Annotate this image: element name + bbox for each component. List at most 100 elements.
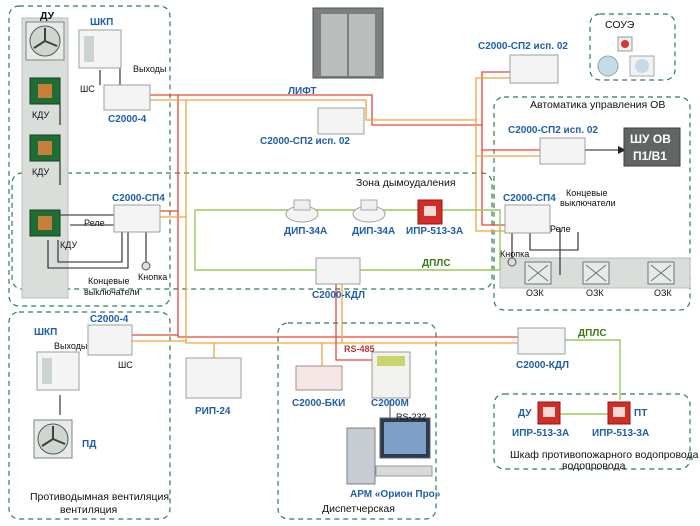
rs232-label: RS-232 [396,412,427,422]
damper-icon [29,77,61,237]
hydrant-title: Шкаф противопожарного водопровода [510,449,699,461]
s2000-sp2-lift-label: С2000-СП2 исп. 02 [260,136,350,147]
knopka-left-icon [141,261,151,271]
s2000-kdl-right-label: С2000-КДЛ [516,360,569,371]
zone-dispatch [277,322,437,520]
lift-label: ЛИФТ [288,86,316,97]
kdu1-label: КДУ [32,110,49,120]
s2000-kdl-right-device [517,327,566,355]
s2000-4-bottom-device [87,324,133,356]
knopka-right-label: Кнопка [500,249,529,259]
manual-call-point-icon [537,401,561,425]
zone-du-title: ДУ [40,10,55,22]
s2000-4-bottom-label: С2000-4 [90,314,129,325]
damper-icon [524,261,675,285]
ozk3-label: ОЗК [654,288,672,298]
ipr-right2-label: ИПР-513-3А [592,428,649,439]
outputs-top-label: Выходы [133,64,166,74]
rip-label: РИП-24 [195,406,231,417]
s2000-sp2-ov-device [539,137,586,165]
lift-icon [312,7,384,79]
pd-label: ПД [82,439,96,450]
s2000-sp2-top-device [509,54,559,84]
soue-title: СОУЭ [605,19,635,31]
zone-du [8,5,171,307]
ventilation-title: Противодымная вентиляция [30,491,169,503]
s2000-kdl-mid-device [315,257,361,285]
arrow-ov [618,146,626,154]
rele-left-label: Реле [84,218,105,228]
ctrl-right [511,228,579,275]
s2000-sp4-left-device [113,204,161,233]
ctrl-left-bottom [47,232,129,269]
rs485-label: RS-485 [344,344,375,354]
smoke-zone-title: Зона дымоудаления [356,177,456,189]
limit-left-label-2: выключатели [84,287,140,297]
pt-label: ПТ [634,408,647,419]
dpls-right-label: ДПЛС [578,328,607,339]
ctrl-kdu [59,100,115,226]
s2000-sp2-top-label: С2000-СП2 исп. 02 [478,41,568,52]
s2000-bki-device [295,365,343,391]
kdu3-label: КДУ [60,240,77,250]
shu-ov-box [623,127,681,167]
ventilation-title-2: вентиляция [60,504,117,516]
manual-call-point-icon [417,199,443,225]
shu-ov-label: ШУ ОВ [630,132,671,146]
outputs-bottom-label: Выходы [54,341,87,351]
computer-icon [346,417,433,485]
fan-icon [33,419,73,459]
s2000-sp4-right-device [504,204,551,234]
s2000m-label: С2000М [371,398,409,409]
p1v1-label: П1/В1 [633,149,667,163]
s2000-4-top-device [103,84,151,111]
s2000-bki-label: С2000-БКИ [292,398,345,409]
limit-right-label-2: выключатели [560,198,616,208]
s2000-4-top-label: С2000-4 [108,114,147,125]
power-soue [475,77,538,120]
du-label: ДУ [518,408,532,419]
dip1-label: ДИП-34А [284,226,327,237]
rs485-trunk-a [150,94,530,338]
knopka-right-icon [507,257,517,267]
speaker-icon [597,36,655,77]
hydrant-title-2: водопровода [562,460,626,472]
dpls-mid-label: ДПЛС [422,258,451,269]
limit-left-label: Концевые [88,276,130,286]
smoke-detector-icon [352,199,386,223]
shkp-top-panel [84,36,94,62]
ozk2-label: ОЗК [586,288,604,298]
dpls-right [565,339,621,400]
zone-ov-automation [493,96,691,311]
s2000-sp4-right-label: С2000-СП4 [503,193,556,204]
s2000-sp2-ov-label: С2000-СП2 исп. 02 [508,125,598,136]
s2000-sp4-left-label: С2000-СП4 [112,193,165,204]
s2000-sp2-lift-device [317,107,365,135]
shkp-top-label: ШКП [90,17,113,28]
ipr-right1-label: ИПР-513-3А [512,428,569,439]
power-trunk-a [150,99,530,344]
rip-24-device [185,357,242,399]
ipr-mid-label: ИПР-513-3А [406,226,463,237]
rele-right-label: Реле [550,224,571,234]
knopka-left-label: Кнопка [138,272,167,282]
arm-label: АРМ «Орион Про» [350,489,441,500]
shkp-bottom-panel [42,358,52,384]
smoke-detector-icon [285,199,319,223]
shs-top-label: ШС [80,84,95,94]
s2000m-screen [377,356,405,366]
power-lift [186,99,505,232]
shkp-bottom-label: ШКП [34,327,57,338]
fan-icon [25,21,65,61]
ov-title: Автоматика управления ОВ [530,99,665,111]
dip2-label: ДИП-34А [352,226,395,237]
s2000-kdl-mid-label: С2000-КДЛ [312,290,365,301]
ozk1-label: ОЗК [526,288,544,298]
shs-bottom-label: ШС [118,360,133,370]
kdu2-label: КДУ [32,167,49,177]
dispatch-title: Диспетчерская [322,503,395,515]
limit-right-label: Концевые [566,188,608,198]
zone-hydrant [493,393,691,470]
zone-soue [589,13,676,81]
